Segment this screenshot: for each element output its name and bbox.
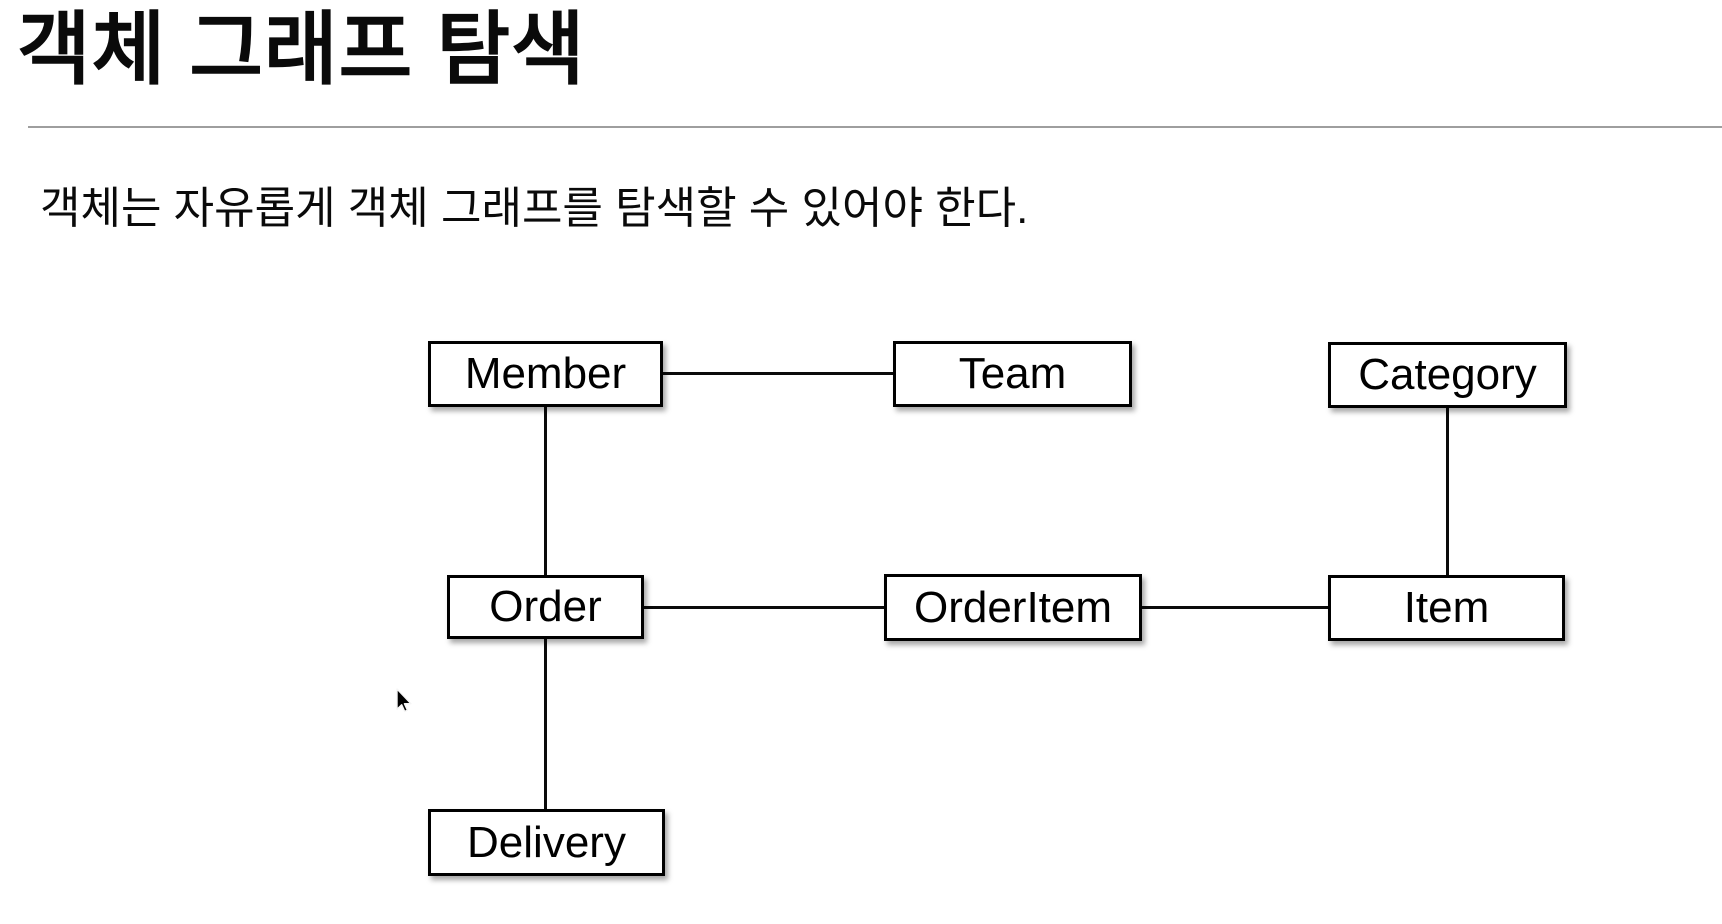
- title-divider: [28, 126, 1722, 128]
- edge-order-orderitem: [642, 606, 886, 609]
- node-team-label: Team: [958, 349, 1067, 398]
- node-team: Team: [893, 341, 1132, 407]
- page-subtitle: 객체는 자유롭게 객체 그래프를 탐색할 수 있어야 한다.: [40, 184, 1029, 233]
- edge-member-team: [661, 372, 893, 375]
- node-category-label: Category: [1358, 350, 1537, 399]
- node-member: Member: [428, 341, 663, 407]
- node-orderitem-label: OrderItem: [913, 582, 1113, 632]
- node-category: Category: [1328, 342, 1567, 408]
- node-orderitem: OrderItem: [884, 574, 1142, 641]
- node-item-label: Item: [1403, 583, 1490, 632]
- mouse-cursor-icon: [396, 688, 412, 713]
- node-member-label: Member: [464, 349, 627, 398]
- node-order-label: Order: [489, 582, 602, 631]
- node-order: Order: [447, 575, 644, 639]
- edge-member-order: [544, 405, 547, 577]
- node-delivery: Delivery: [428, 809, 665, 876]
- edge-orderitem-item: [1140, 606, 1330, 609]
- node-delivery-label: Delivery: [467, 817, 626, 867]
- page-title: 객체 그래프 탐색: [17, 5, 586, 94]
- node-item: Item: [1328, 575, 1565, 641]
- edge-category-item: [1446, 406, 1449, 577]
- edge-order-delivery: [544, 637, 547, 811]
